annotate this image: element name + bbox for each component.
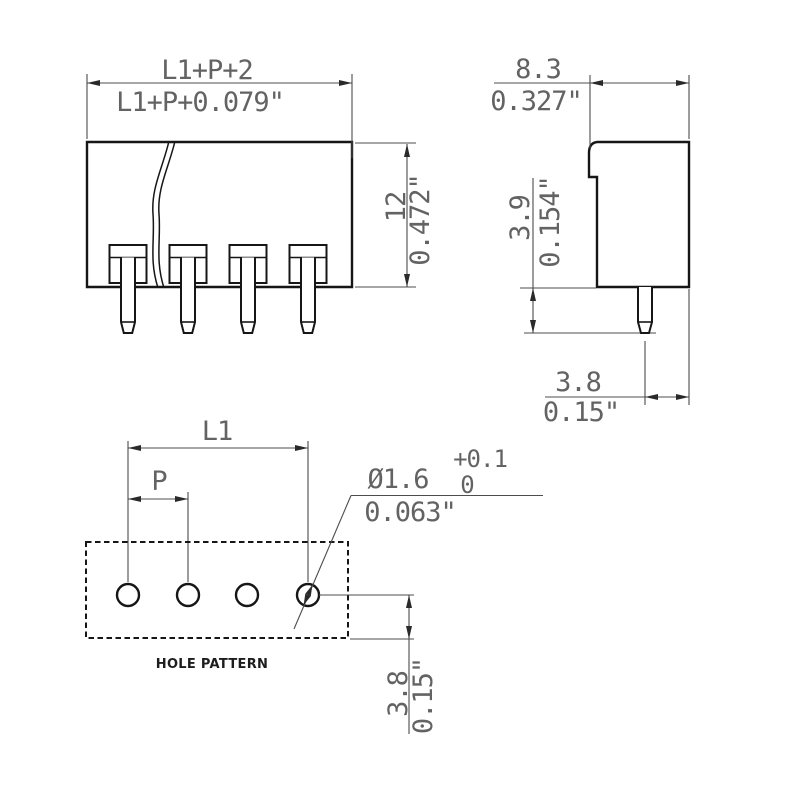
hole-pattern-view: L1 P Ø1.6 +0.1 0 0.063" HOLE PATTERN — [85, 416, 543, 734]
side-body-outline — [587, 140, 691, 289]
arrowhead — [676, 394, 689, 400]
side-view: 8.3 0.327" 3.9 0.154" 3.8 0.15" — [490, 54, 691, 428]
arrowhead — [339, 80, 352, 86]
hole — [115, 582, 141, 608]
pin — [168, 244, 208, 334]
dim-label-depth-mm: 8.3 — [515, 54, 561, 85]
dimension-hole-pitch: P — [128, 466, 188, 502]
dimension-front-height: 12 0.472" — [355, 142, 436, 288]
arrowhead — [128, 445, 141, 451]
hole — [234, 582, 260, 608]
dim-label-width-in: L1+P+0.079" — [116, 87, 284, 118]
dim-label-tolerance-lower: 0 — [460, 471, 473, 499]
dim-label-pitch: P — [151, 466, 167, 497]
arrowhead — [295, 445, 308, 451]
arrowhead — [404, 274, 410, 287]
dim-label-hole-diameter-mm: Ø1.6 — [367, 464, 428, 495]
arrowhead — [645, 394, 658, 400]
pin-leg — [240, 257, 256, 334]
dim-label-height-in: 0.472" — [405, 174, 436, 266]
dimension-front-width: L1+P+2 L1+P+0.079" — [86, 55, 353, 158]
arrowhead — [530, 288, 536, 301]
pin-leg — [300, 257, 316, 334]
arrowhead — [590, 80, 603, 86]
leader-line — [293, 495, 352, 630]
arrowhead — [530, 320, 536, 333]
hole — [175, 582, 201, 608]
view-caption: HOLE PATTERN — [156, 657, 268, 672]
pin — [108, 244, 148, 334]
front-view: L1+P+2 L1+P+0.079" 12 0.472" — [85, 55, 436, 334]
dimension-side-pin-setback: 3.8 0.15" — [543, 289, 690, 428]
dim-label-tolerance-upper: +0.1 — [453, 445, 507, 473]
pin — [288, 244, 328, 334]
arrowhead — [303, 593, 311, 606]
pin-leg — [120, 257, 136, 334]
dimension-row-offset: 3.8 0.15" — [319, 594, 439, 734]
side-pin-leg — [637, 287, 653, 334]
hole-diameter-callout: Ø1.6 +0.1 0 0.063" — [293, 445, 543, 630]
arrowhead — [676, 80, 689, 86]
dim-label-span: L1 — [202, 416, 233, 447]
arrowhead — [175, 496, 188, 502]
dimension-hole-span: L1 — [128, 416, 308, 451]
break-line — [152, 140, 170, 289]
dim-label-row-offset-in: 0.15" — [408, 658, 439, 734]
dimension-side-depth: 8.3 0.327" — [490, 54, 690, 148]
dim-label-pin-length-in: 0.154" — [535, 176, 566, 268]
dim-label-hole-diameter-in: 0.063" — [364, 497, 456, 528]
dim-label-pin-setback-mm: 3.8 — [555, 367, 601, 398]
arrowhead — [406, 626, 412, 639]
pin-leg — [180, 257, 196, 334]
hole-pattern-outline — [85, 541, 349, 639]
arrowhead — [87, 80, 100, 86]
dim-label-width-mm: L1+P+2 — [161, 55, 253, 86]
dimension-side-pin-length: 3.9 0.154" — [505, 176, 596, 333]
pin — [228, 244, 268, 334]
dim-label-pin-setback-in: 0.15" — [543, 397, 619, 428]
dim-label-row-offset-mm: 3.8 — [383, 671, 414, 717]
arrowhead — [128, 496, 141, 502]
arrowhead — [406, 595, 412, 608]
arrowhead — [404, 144, 410, 157]
break-line — [158, 140, 176, 289]
dim-label-depth-in: 0.327" — [490, 86, 582, 117]
dim-label-pin-length-mm: 3.9 — [505, 195, 536, 241]
arrowhead — [305, 584, 313, 597]
dim-label-height-mm: 12 — [381, 192, 412, 223]
